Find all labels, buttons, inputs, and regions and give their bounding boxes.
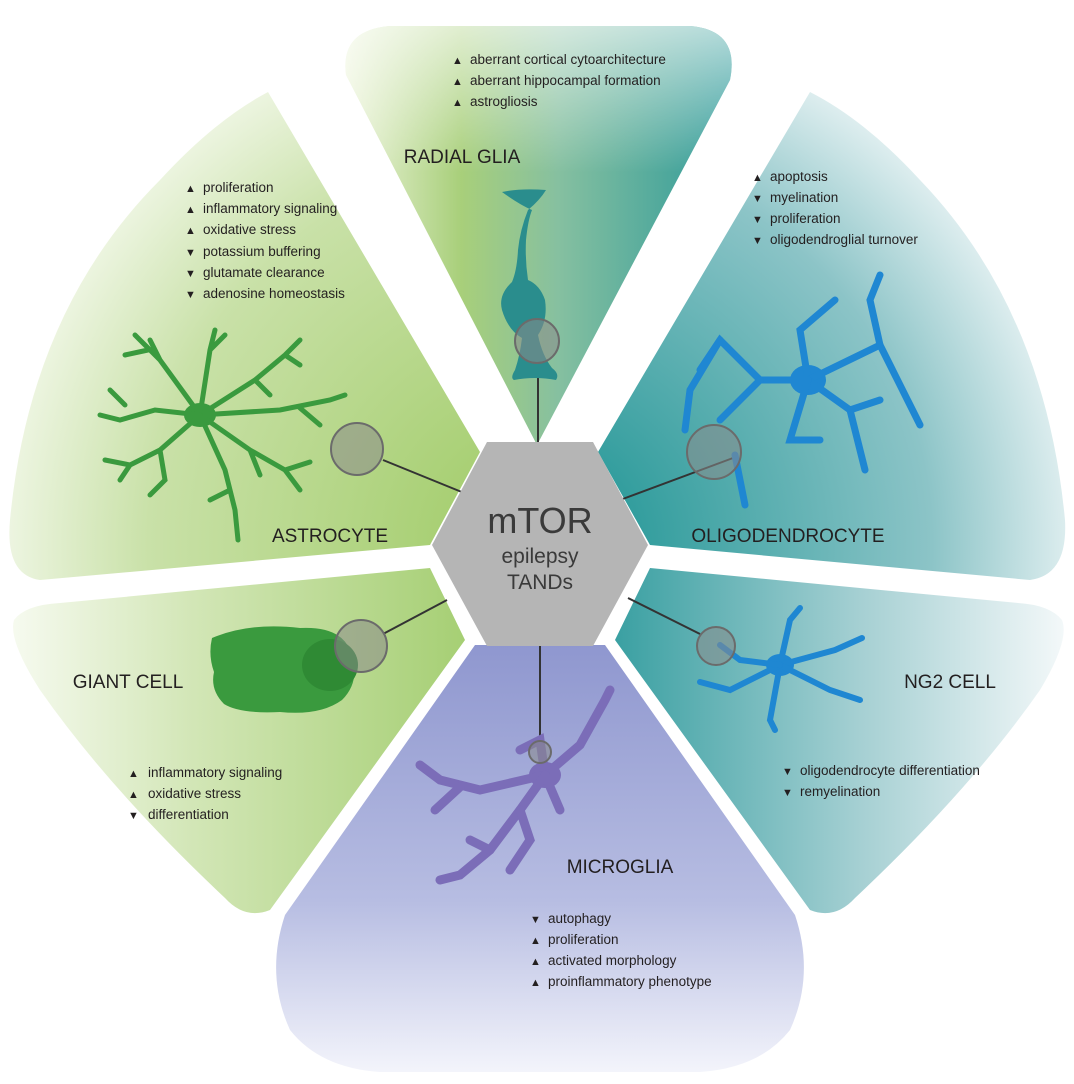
- list-item-text: astrogliosis: [470, 94, 538, 109]
- list-item-text: inflammatory signaling: [148, 765, 282, 780]
- list-item-text: autophagy: [548, 911, 611, 926]
- list-item-text: proliferation: [548, 932, 619, 947]
- list-item-arrow: ▼: [128, 810, 139, 822]
- astrocyte-cell-illustration: [97, 327, 348, 543]
- list-item-arrow: ▼: [752, 193, 763, 205]
- ng2-cell-title: NG2 CELL: [904, 672, 996, 693]
- hub-line2: TANDs: [507, 571, 573, 594]
- list-item-arrow: ▼: [185, 289, 196, 301]
- connector-astrocyte: [382, 459, 475, 498]
- list-item-arrow: ▲: [185, 204, 196, 216]
- list-item-arrow: ▼: [752, 235, 763, 247]
- list-item-arrow: ▲: [752, 172, 763, 184]
- list-item-arrow: ▲: [185, 183, 196, 195]
- list-item-text: differentiation: [148, 807, 229, 822]
- giant-cell-title: GIANT CELL: [73, 672, 184, 693]
- dot-astrocyte: [330, 422, 384, 476]
- list-item-text: oligodendrocyte differentiation: [800, 763, 980, 778]
- list-item-text: inflammatory signaling: [203, 201, 337, 216]
- dot-radial-glia: [514, 318, 560, 364]
- microglia-item-list: ▼ autophagy ▲ proliferation ▲ activated …: [530, 911, 712, 989]
- list-item-arrow: ▼: [185, 247, 196, 259]
- connector-ng2-cell: [627, 597, 701, 635]
- list-item-text: aberrant hippocampal formation: [470, 73, 661, 88]
- dot-microglia: [528, 740, 552, 764]
- dot-giant-cell: [334, 619, 388, 673]
- ng2-cell-illustration: [697, 605, 865, 733]
- connector-giant-cell: [382, 599, 448, 635]
- segment-microglia: [276, 645, 804, 1072]
- list-item-arrow: ▲: [128, 768, 139, 780]
- list-item-text: oxidative stress: [148, 786, 241, 801]
- oligodendrocyte-item-list: ▲ apoptosis ▼ myelination ▼ proliferatio…: [752, 169, 918, 247]
- list-item-text: remyelination: [800, 784, 880, 799]
- hub-title: mTOR: [487, 500, 592, 541]
- microglia-cell-illustration: [415, 685, 615, 885]
- astrocyte-title: ASTROCYTE: [272, 526, 388, 547]
- list-item-text: apoptosis: [770, 169, 828, 184]
- list-item-text: proliferation: [770, 211, 841, 226]
- segment-radial-glia-fade: [345, 26, 732, 445]
- list-item-arrow: ▼: [752, 214, 763, 226]
- list-item-arrow: ▼: [185, 268, 196, 280]
- list-item-text: potassium buffering: [203, 244, 321, 259]
- list-item-text: activated morphology: [548, 953, 677, 968]
- radial-glia-item-list: ▲ aberrant cortical cytoarchitecture ▲ a…: [452, 52, 666, 109]
- giant-cell-item-list: ▲ inflammatory signaling ▲ oxidative str…: [128, 765, 282, 822]
- dot-ng2-cell: [696, 626, 736, 666]
- list-item-text: oxidative stress: [203, 222, 296, 237]
- connector-lines: [382, 360, 734, 745]
- list-item-arrow: ▼: [530, 914, 541, 926]
- hub-line1: epilepsy: [501, 545, 579, 568]
- hub-hexagon: [432, 442, 648, 646]
- list-item-arrow: ▲: [452, 76, 463, 88]
- radial-glia-title: RADIAL GLIA: [404, 147, 521, 168]
- astrocyte-item-list: ▲ proliferation ▲ inflammatory signaling…: [185, 180, 345, 301]
- ng2-cell-item-list: ▼ oligodendrocyte differentiation ▼ remy…: [782, 763, 980, 799]
- list-item-text: aberrant cortical cytoarchitecture: [470, 52, 666, 67]
- oligodendrocyte-cell-illustration: [681, 271, 924, 509]
- oligodendrocyte-title: OLIGODENDROCYTE: [691, 526, 884, 547]
- list-item-arrow: ▼: [782, 766, 793, 778]
- segment-microglia-shape: [276, 645, 804, 1072]
- list-item-text: proinflammatory phenotype: [548, 974, 712, 989]
- list-item-arrow: ▲: [452, 55, 463, 67]
- list-item-text: glutamate clearance: [203, 265, 325, 280]
- list-item-arrow: ▲: [452, 97, 463, 109]
- list-item-arrow: ▲: [185, 225, 196, 237]
- hub: mTOR epilepsy TANDs: [432, 442, 648, 646]
- list-item-arrow: ▼: [782, 787, 793, 799]
- list-item-arrow: ▲: [530, 935, 541, 947]
- microglia-title: MICROGLIA: [567, 857, 674, 878]
- list-item-arrow: ▲: [530, 956, 541, 968]
- list-item-text: adenosine homeostasis: [203, 286, 345, 301]
- connector-dots: [330, 318, 742, 764]
- list-item-text: proliferation: [203, 180, 274, 195]
- radial-glia-cell-illustration: [501, 189, 558, 380]
- dot-oligodendrocyte: [686, 424, 742, 480]
- segment-radial-glia: [345, 26, 732, 445]
- list-item-text: myelination: [770, 190, 838, 205]
- list-item-arrow: ▲: [128, 789, 139, 801]
- list-item-arrow: ▲: [530, 977, 541, 989]
- list-item-text: oligodendroglial turnover: [770, 232, 918, 247]
